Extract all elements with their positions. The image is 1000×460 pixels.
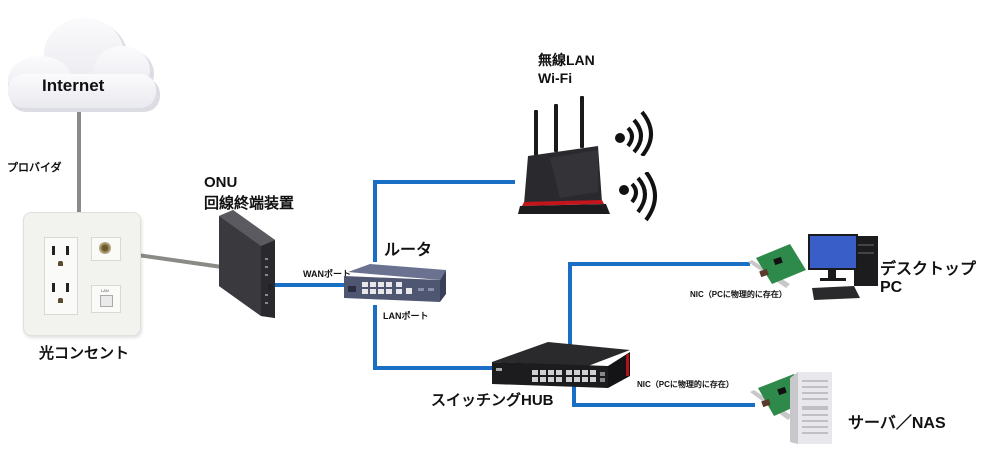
desktop-label-line2: PC	[880, 279, 903, 296]
onu-label-line1: ONU	[204, 174, 238, 191]
onu-device-icon	[219, 210, 275, 318]
lan-line-router-hub	[373, 305, 492, 370]
lan-jack-panel: LAN	[91, 285, 121, 313]
wifi-signal-icon-upper	[615, 110, 653, 156]
fiber-outlet: LAN	[23, 212, 141, 336]
server-label: サーバ／NAS	[848, 415, 946, 432]
wifi-label-line1: 無線LAN	[538, 52, 595, 68]
wifi-signal-icon-lower	[619, 172, 657, 222]
wifi-label-line2: Wi-Fi	[538, 70, 573, 86]
power-socket-panel	[44, 237, 78, 315]
switching-hub-icon	[492, 342, 630, 388]
onu-label-line2: 回線終端装置	[204, 195, 295, 212]
desktop-nic-label: NIC（PCに物理的に存在）	[690, 290, 787, 299]
internet-label: Internet	[42, 76, 105, 95]
internet-cloud: Internet	[4, 12, 164, 112]
lan-line-hub-desktop	[568, 262, 750, 347]
fiber-connector-icon	[99, 242, 111, 254]
lan-line-router-wifi	[373, 180, 515, 262]
desktop-label-line1: デスクトップ	[880, 261, 977, 278]
hub-label: スイッチングHUB	[431, 392, 554, 409]
lan-port-label: LANポート	[383, 311, 429, 321]
server-tower-icon	[790, 372, 832, 444]
desktop-pc-icon	[808, 234, 878, 300]
wifi-router-icon	[518, 96, 610, 214]
router-label: ルータ	[384, 242, 433, 259]
lan-jack-label: LAN	[101, 288, 109, 293]
lan-jack-icon	[100, 295, 113, 307]
cloud-icon	[8, 18, 160, 112]
provider-label: プロバイダ	[7, 162, 62, 174]
wan-port-label: WANポート	[303, 269, 351, 279]
fiber-port	[91, 237, 121, 261]
lan-line-hub-server	[572, 383, 755, 407]
router-device-icon	[344, 264, 446, 302]
desktop-nic-card-icon	[748, 244, 806, 288]
server-nic-label: NIC（PCに物理的に存在）	[637, 380, 734, 389]
outlet-label: 光コンセント	[39, 345, 130, 362]
